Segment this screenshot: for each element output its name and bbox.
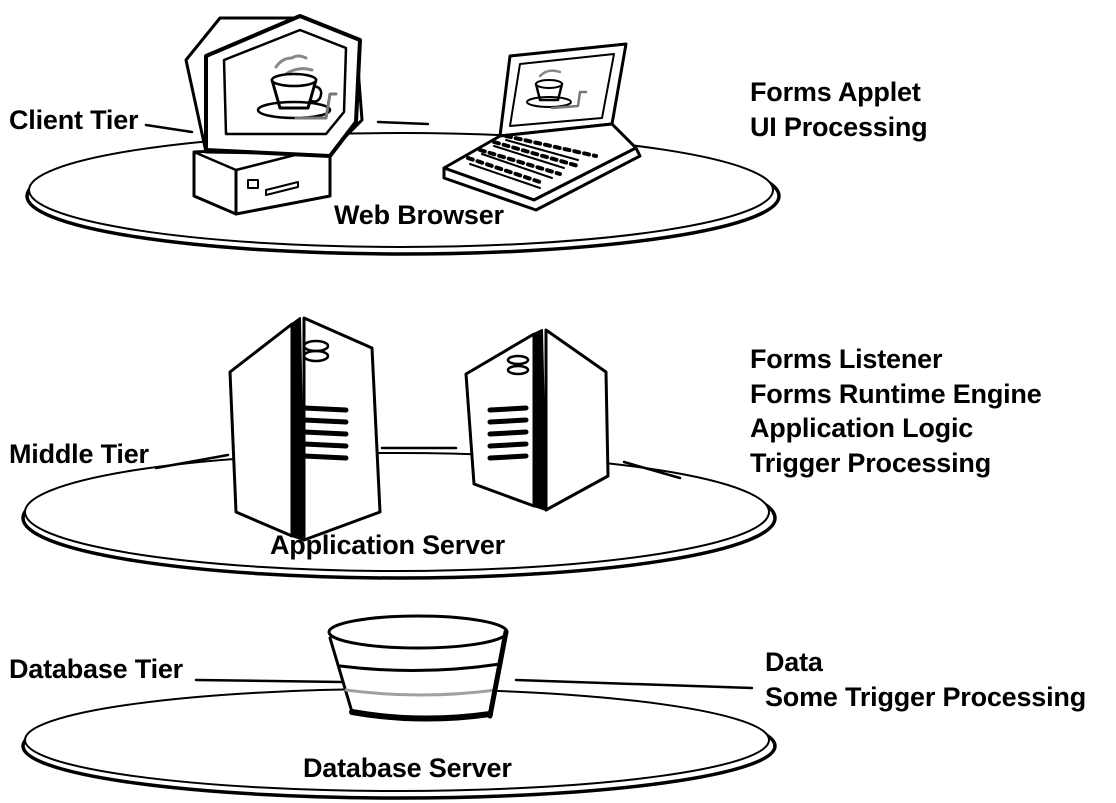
- middle-tier-description: Forms Listener Forms Runtime Engine Appl…: [750, 342, 1042, 480]
- middle-connector-left: [154, 453, 230, 470]
- database-tier-platform: [21, 688, 777, 800]
- description-item: Forms Applet: [750, 77, 921, 107]
- client-tier-platform: [25, 132, 781, 256]
- server-tower-icon: [228, 316, 382, 542]
- tier-label-client: Client Tier: [9, 105, 139, 135]
- laptop-computer-icon: [442, 42, 642, 212]
- desktop-computer-icon: [184, 14, 364, 216]
- client-connector-middle: [376, 120, 430, 126]
- database-connector-right: [514, 678, 754, 690]
- description-item: Some Trigger Processing: [765, 681, 1087, 712]
- description-item: Trigger Processing: [750, 447, 991, 478]
- platform-label-database-server: Database Server: [303, 753, 512, 783]
- client-tier-description: Forms Applet UI Processing: [750, 75, 928, 144]
- database-connector-left: [194, 678, 344, 684]
- tier-label-database: Database Tier: [9, 654, 183, 684]
- database-bowl-icon: [327, 614, 509, 722]
- description-item: Application Logic: [750, 413, 974, 443]
- coffee-cup-icon: [256, 54, 338, 120]
- description-item: Forms Listener: [750, 344, 943, 374]
- description-item: Forms Runtime Engine: [750, 378, 1042, 409]
- description-item: UI Processing: [750, 111, 928, 142]
- client-connector-left: [144, 123, 194, 134]
- platform-label-web-browser: Web Browser: [334, 200, 504, 230]
- description-item: Data: [765, 647, 823, 677]
- middle-connector-right: [622, 460, 682, 480]
- tier-label-middle: Middle Tier: [9, 439, 149, 469]
- database-tier-description: Data Some Trigger Processing: [765, 645, 1086, 714]
- server-tower-icon: [464, 328, 610, 512]
- platform-label-application-server: Application Server: [270, 530, 505, 560]
